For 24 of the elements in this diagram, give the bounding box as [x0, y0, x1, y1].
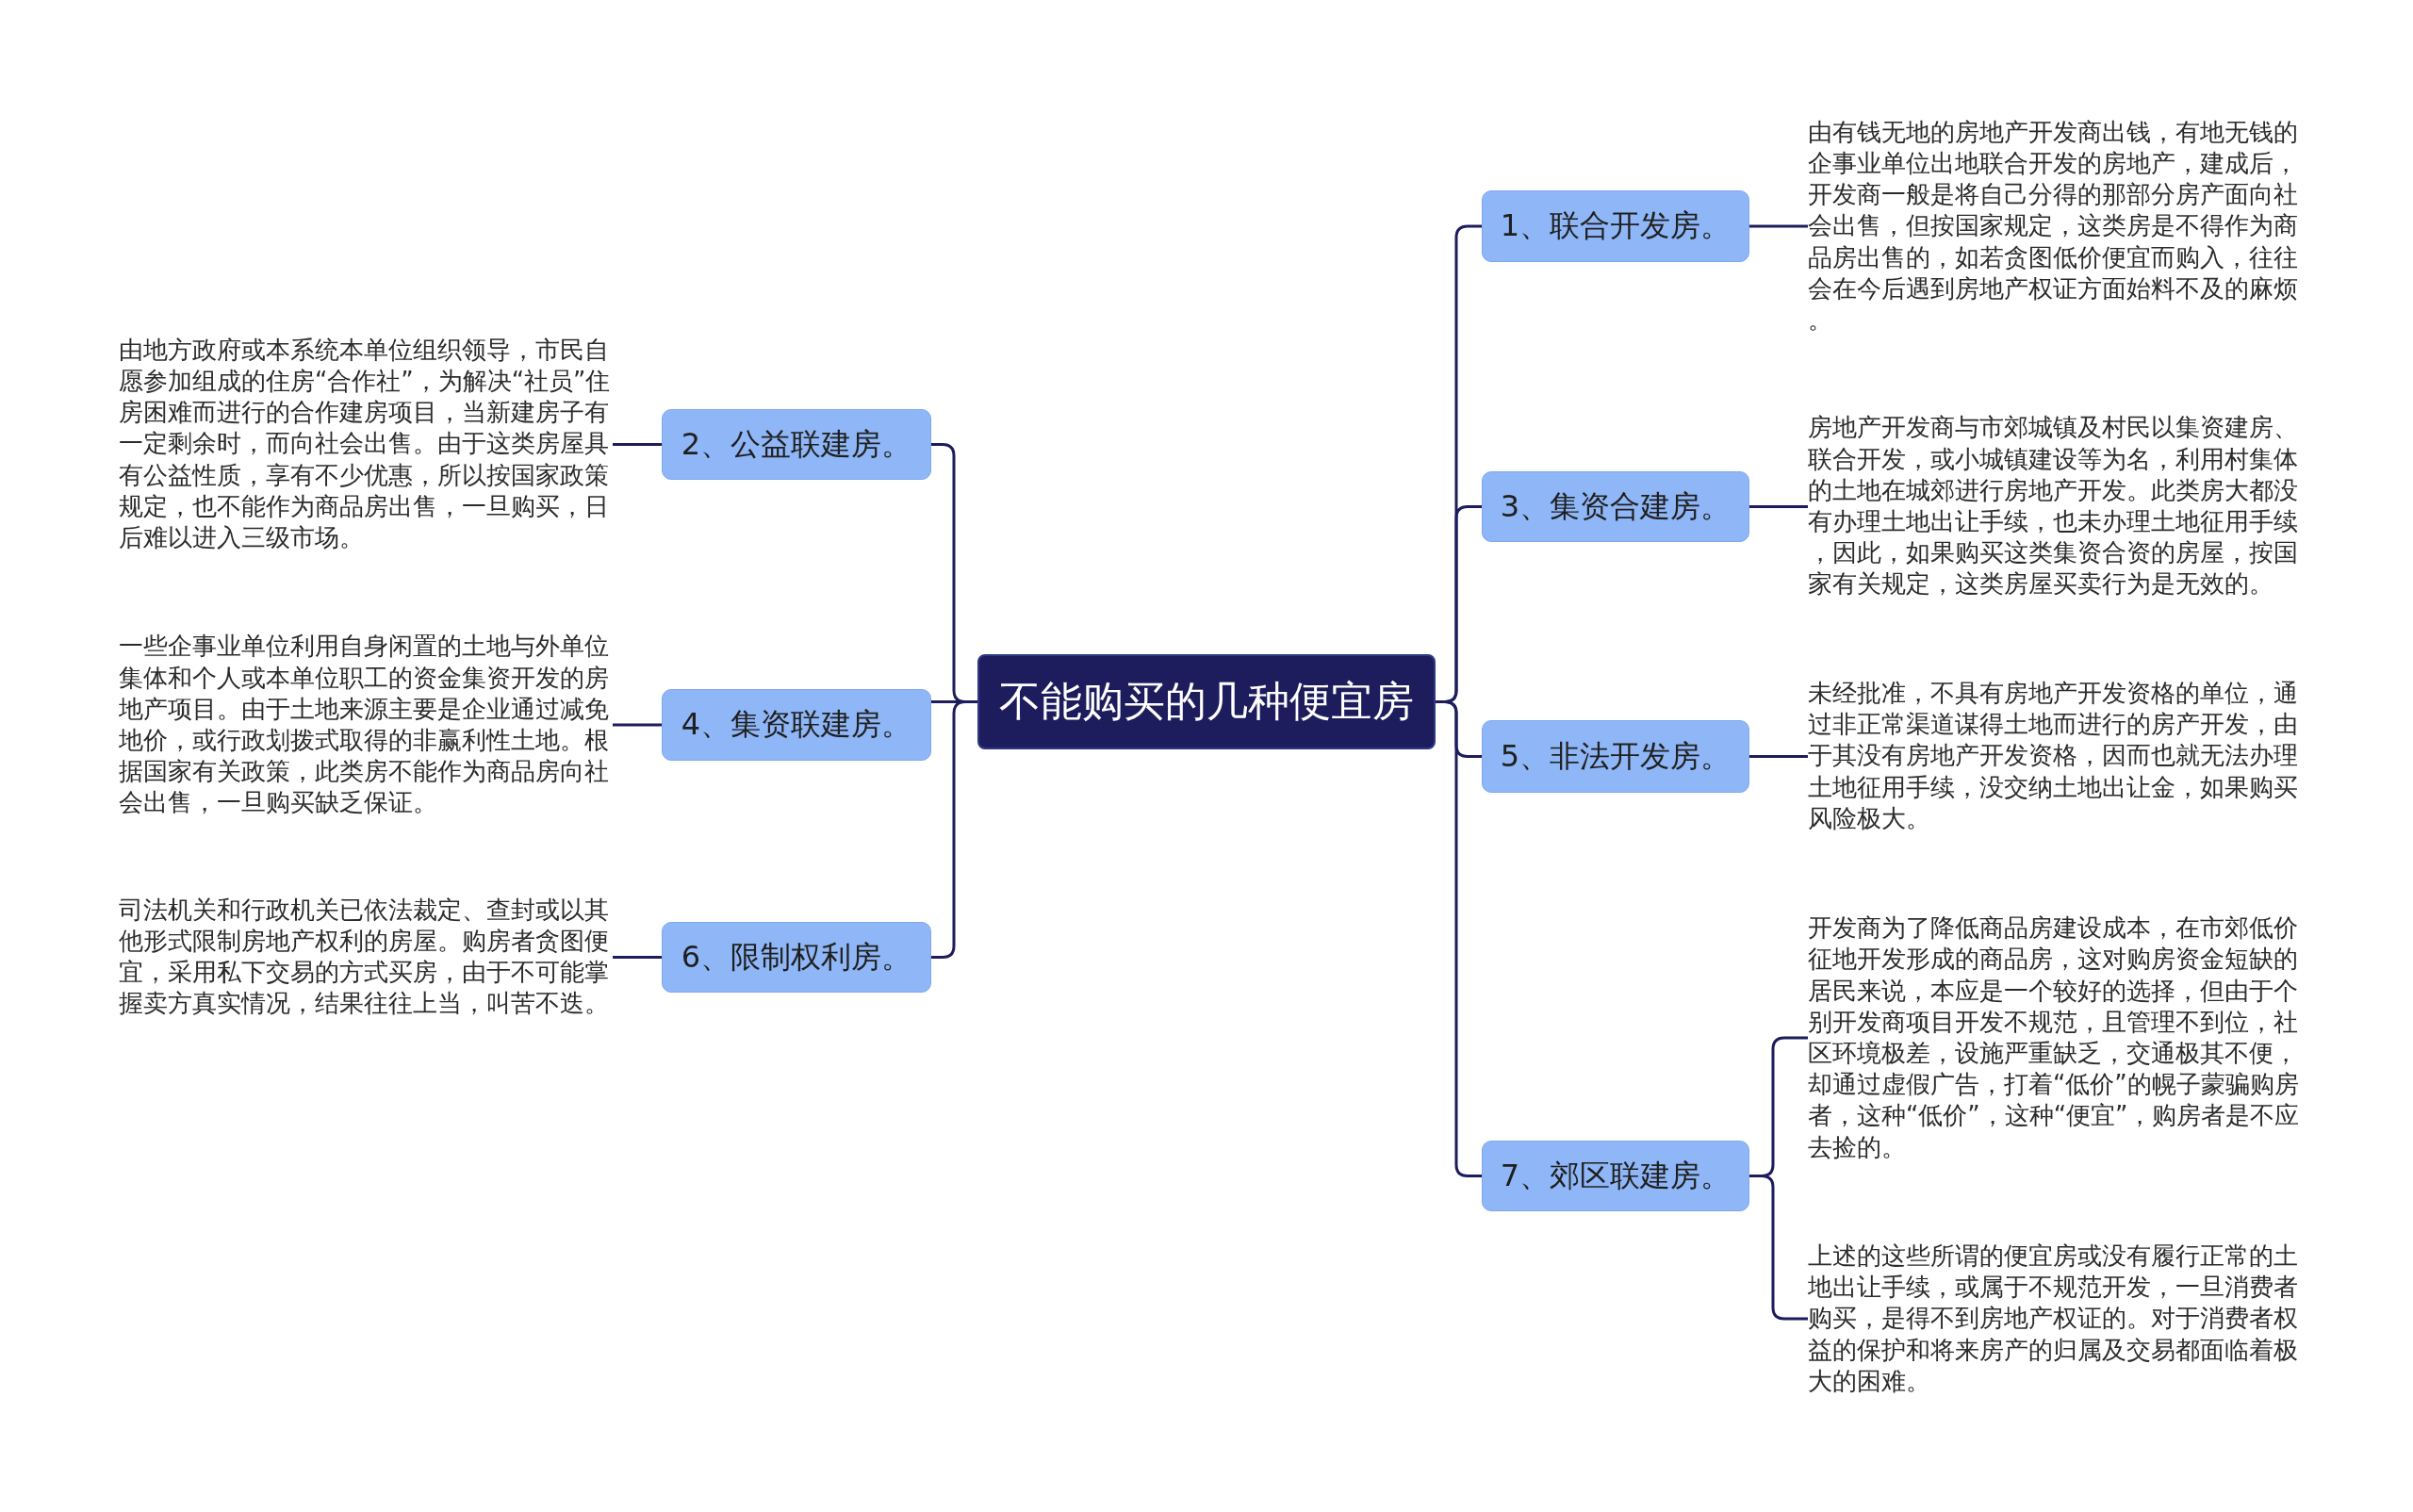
- connector-line: [1749, 755, 1808, 758]
- branch-box: 1、联合开发房。: [1482, 190, 1749, 262]
- connector-line: [931, 700, 977, 959]
- connector-line: [613, 723, 662, 727]
- description-text: 开发商为了降低商品房建设成本，在市郊低价征地开发形成的商品房，这对购房资金短缺的居民来说，本应是一个较好的选择，但由于个别开发商项目开发不规范，且管理不到位，社区环境极差，设施严重缺乏，交通极其不便，却通过虚假广告，打着“低价”的幌子蒙骗购房者，这种“低价”，这种“便宜”，购房者是不应去捡的。: [1808, 912, 2302, 1163]
- description-text: 由有钱无地的房地产开发商出钱，有地无钱的企事业单位出地联合开发的房地产，建成后，开发商一般是将自己分得的那部分房产面向社会出售，但按国家规定，这类房是不得作为商品房出售的，如若贪图低价便宜而购入，往往会在今后遇到房地产权证方面始料不及的麻烦。: [1808, 116, 2302, 337]
- branch-box: 3、集资合建房。: [1482, 471, 1749, 542]
- description-text: 司法机关和行政机关已依法裁定、查封或以其他形式限制房地产权利的房屋。购房者贪图便宜，采用私下交易的方式买房，由于不可能掌握卖方真实情况，结果往往上当，叫苦不迭。: [119, 894, 613, 1020]
- description-text: 一些企事业单位利用自身闲置的土地与外单位集体和个人或本单位职工的资金集资开发的房地产项目。由于土地来源主要是企业通过减免地价，或行政划拨式取得的非赢利性土地。根据国家有关政策，此类房不能作为商品房向社会出售，一旦购买缺乏保证。: [119, 631, 613, 819]
- description-text: 由地方政府或本系统本单位组织领导，市民自愿参加组成的住房“合作社”，为解决“社员”住房困难而进行的合作建房项目，当新建房子有一定剩余时，而向社会出售。由于这类房屋具有公益性质，享有不少优惠，所以按国家政策规定，也不能作为商品房出售，一旦购买，日后难以进入三级市场。: [119, 334, 613, 554]
- branch-box: 4、集资联建房。: [662, 689, 931, 761]
- description-text: 上述的这些所谓的便宜房或没有履行正常的土地出让手续，或属于不规范开发，一旦消费者购买，是得不到房地产权证的。对于消费者权益的保护和将来房产的归属及交易都面临着极大的困难。: [1808, 1241, 2302, 1397]
- branch-box: 7、郊区联建房。: [1482, 1141, 1749, 1211]
- connector-line: [1749, 1175, 1808, 1321]
- central-topic-box: 不能购买的几种便宜房: [977, 654, 1436, 749]
- description-text: 未经批准，不具有房地产开发资格的单位，通过非正常渠道谋得土地而进行的房产开发，由于其没有房地产开发资格，因而也就无法办理土地征用手续，没交纳土地出让金，如果购买风险极大。: [1808, 678, 2302, 834]
- connector-line: [1749, 505, 1808, 508]
- branch-box: 5、非法开发房。: [1482, 720, 1749, 793]
- connector-line: [613, 443, 662, 446]
- connector-line: [1749, 224, 1808, 228]
- branch-box: 6、限制权利房。: [662, 922, 931, 993]
- connector-line: [613, 956, 662, 959]
- description-text: 房地产开发商与市郊城镇及村民以集资建房、联合开发，或小城镇建设等为名，利用村集体的土地在城郊进行房地产开发。此类房大都没有办理土地出让手续，也未办理土地征用手续，因此，如果购买这类集资合资的房屋，按国家有关规定，这类房屋买卖行为是无效的。: [1808, 412, 2302, 600]
- branch-box: 2、公益联建房。: [662, 409, 931, 480]
